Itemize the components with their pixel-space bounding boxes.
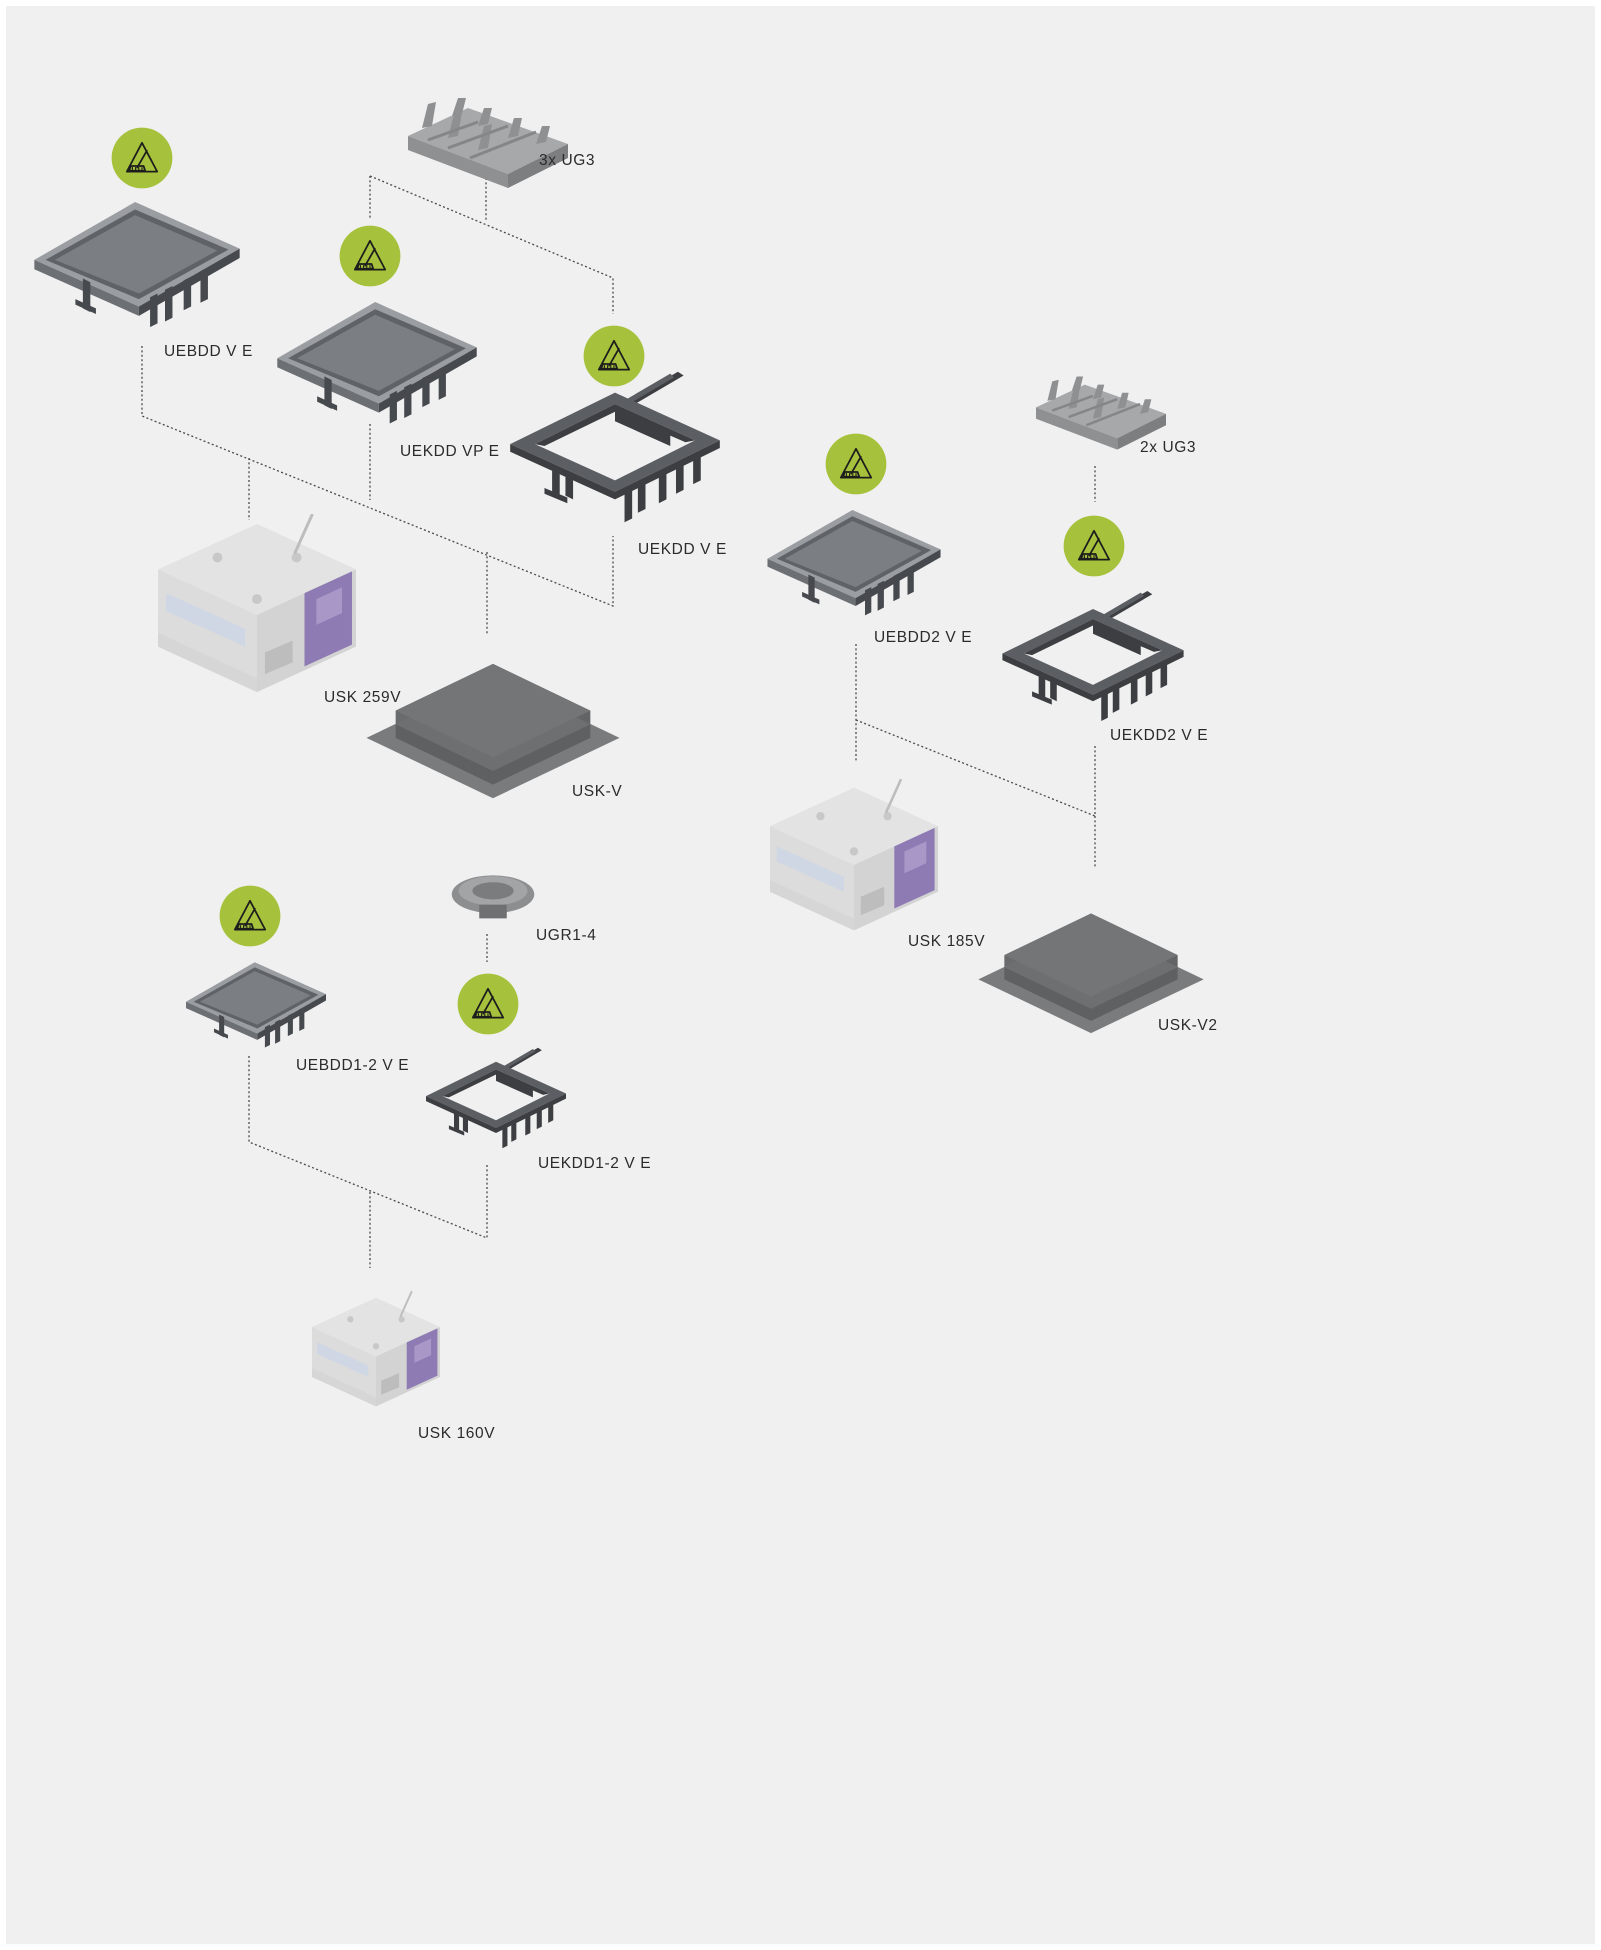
label-usk-v2: USK-V2 — [1158, 1018, 1218, 1034]
label-uekdd-ve: UEKDD V E — [638, 542, 727, 558]
connector-bottom-diagonal — [249, 1056, 487, 1238]
uebdd1-2-ve-tray-image — [186, 962, 326, 1047]
ugr1-4-insert-image — [452, 875, 535, 918]
uekdd2-ve-frame-image — [1002, 591, 1183, 721]
uekdd-vpe-tray-image — [277, 302, 476, 423]
label-uebdd-ve: UEBDD V E — [164, 344, 253, 360]
diagram-svg — [6, 6, 1595, 1944]
usk-v2-plate-image — [978, 913, 1203, 1033]
floor-cleaning-warning-icon — [826, 434, 887, 495]
uebdd2-ve-tray-image — [767, 510, 940, 615]
usk-259v-box-image — [158, 514, 356, 692]
usk-v-plate-image — [366, 664, 619, 798]
usk-185v-box-image — [770, 779, 938, 930]
label-uekdd2-ve: UEKDD2 V E — [1110, 728, 1208, 744]
floor-cleaning-warning-icon — [220, 886, 281, 947]
uebdd-ve-tray-image — [34, 202, 239, 327]
label-usk-160v: USK 160V — [418, 1426, 495, 1442]
label-usk-185v: USK 185V — [908, 934, 985, 950]
uekdd1-2-ve-frame-image — [426, 1048, 566, 1149]
label-uebdd2-ve: UEBDD2 V E — [874, 630, 972, 646]
floor-cleaning-warning-icon — [1064, 516, 1125, 577]
label-uebdd1-2-ve: UEBDD1-2 V E — [296, 1058, 409, 1074]
usk-160v-box-image — [312, 1291, 440, 1406]
floor-cleaning-warning-icon — [584, 326, 645, 387]
label-uekdd1-2-ve: UEKDD1-2 V E — [538, 1156, 651, 1172]
label-ugr1-4: UGR1-4 — [536, 928, 596, 944]
label-3x-ug3: 3x UG3 — [539, 153, 595, 169]
floor-cleaning-warning-icon — [340, 226, 401, 287]
uekdd-ve-frame-image — [510, 372, 720, 523]
connector-ug3-top — [370, 176, 613, 314]
ug3-insert-image — [408, 98, 568, 188]
floor-cleaning-warning-icon — [112, 128, 173, 189]
product-diagram: 3x UG3 UEBDD V E UEKDD VP E UEKDD V E US… — [6, 6, 1595, 1944]
label-uekdd-vpe: UEKDD VP E — [400, 444, 500, 460]
floor-cleaning-warning-icon — [458, 974, 519, 1035]
label-usk-v: USK-V — [572, 784, 622, 800]
label-usk-259v: USK 259V — [324, 690, 401, 706]
label-2x-ug3: 2x UG3 — [1140, 440, 1196, 456]
